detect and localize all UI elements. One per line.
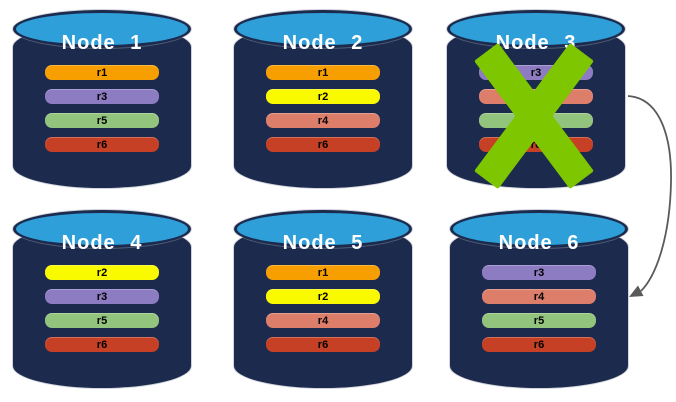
replica-label: r6	[96, 138, 108, 151]
replica-row: r1	[266, 65, 380, 80]
replica-row: r1	[45, 65, 159, 80]
replica-row: r3	[45, 89, 159, 104]
replica-label: r1	[317, 66, 329, 79]
replica-label: r5	[533, 314, 545, 327]
replica-label: r3	[96, 290, 108, 303]
cylinder-top-ellipse	[13, 210, 191, 248]
database-node: Node 2 r1 r2 r4 r6	[234, 10, 412, 188]
replica-list: r1 r3 r5 r6	[13, 65, 191, 152]
replica-row: r5	[482, 313, 596, 328]
replica-label: r6	[96, 338, 108, 351]
replica-label: r5	[96, 114, 108, 127]
replica-label: r6	[317, 338, 329, 351]
replica-row: r6	[482, 337, 596, 352]
replica-row: r4	[266, 313, 380, 328]
replica-row: r5	[45, 313, 159, 328]
replica-row: r6	[479, 137, 593, 152]
replica-row: r3	[482, 265, 596, 280]
replica-row: r5	[45, 113, 159, 128]
replica-list: r3 r4 r5 r6	[450, 265, 628, 352]
replica-row: r3	[45, 289, 159, 304]
replica-label: r2	[96, 266, 108, 279]
cylinder-body	[13, 25, 191, 188]
cylinder-top-ellipse	[234, 10, 412, 48]
replica-label: r4	[317, 114, 329, 127]
replica-row: r1	[266, 265, 380, 280]
node-title: Node 1	[61, 32, 143, 54]
replica-row: r5	[479, 113, 593, 128]
replica-label: r2	[317, 90, 329, 103]
database-node: Node 1 r1 r3 r5 r6	[13, 10, 191, 188]
cylinder-body	[234, 25, 412, 188]
replica-label: r5	[96, 314, 108, 327]
cylinder-body	[450, 225, 628, 388]
replica-row: r4	[479, 89, 593, 104]
replica-label: r6	[533, 338, 545, 351]
cylinder-top-ellipse	[13, 10, 191, 48]
replica-label: r6	[317, 138, 329, 151]
replica-label: r5	[530, 114, 542, 127]
database-node: Node 6 r3 r4 r5 r6	[450, 210, 628, 388]
replica-row: r6	[266, 137, 380, 152]
replica-row: r6	[45, 337, 159, 352]
replica-label: r3	[533, 266, 545, 279]
replica-row: r3	[479, 65, 593, 80]
node-title: Node 2	[282, 32, 364, 54]
cylinder-top-ellipse	[450, 210, 628, 248]
replica-list: r1 r2 r4 r6	[234, 265, 412, 352]
node-title: Node 6	[498, 232, 580, 254]
cylinder-body	[13, 225, 191, 388]
replica-label: r4	[317, 314, 329, 327]
node-title: Node 4	[61, 232, 143, 254]
database-node: Node 4 r2 r3 r5 r6	[13, 210, 191, 388]
failover-arrow-line	[627, 95, 672, 292]
cylinder-body	[234, 225, 412, 388]
replica-label: r3	[530, 66, 542, 79]
database-node: Node 5 r1 r2 r4 r6	[234, 210, 412, 388]
replica-row: r2	[266, 289, 380, 304]
replica-row: r2	[266, 89, 380, 104]
replica-list: r2 r3 r5 r6	[13, 265, 191, 352]
node-title: Node 5	[282, 232, 364, 254]
replica-row: r6	[266, 337, 380, 352]
replica-row: r6	[45, 137, 159, 152]
replica-label: r6	[530, 138, 542, 151]
replica-label: r4	[530, 90, 542, 103]
database-node: Node 3 r3 r4 r5 r6	[447, 10, 625, 190]
replica-list: r3 r4 r5 r6	[447, 65, 625, 152]
replica-label: r3	[96, 90, 108, 103]
replica-label: r1	[317, 266, 329, 279]
cylinder-top-ellipse	[234, 210, 412, 248]
replica-label: r4	[533, 290, 545, 303]
node-title: Node 3	[495, 32, 577, 54]
replica-row: r4	[482, 289, 596, 304]
replica-list: r1 r2 r4 r6	[234, 65, 412, 152]
replica-row: r2	[45, 265, 159, 280]
failover-arrowhead-icon	[629, 285, 644, 297]
replica-row: r4	[266, 113, 380, 128]
replica-label: r1	[96, 66, 108, 79]
replica-label: r2	[317, 290, 329, 303]
